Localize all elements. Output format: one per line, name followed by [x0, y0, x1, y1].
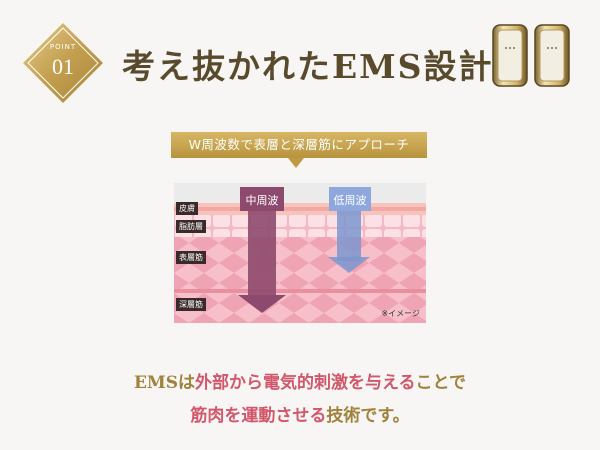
- ems-device-icon: [534, 24, 570, 87]
- message-text: 外部から電気的刺激を与える: [195, 373, 416, 393]
- message-text: 筋肉を運動させる: [190, 406, 327, 426]
- diamond-shape: [23, 23, 103, 103]
- ems-device-icon: [492, 24, 528, 87]
- banner-pointer: [288, 158, 304, 168]
- layer-label-fat: 脂肪層: [176, 220, 206, 233]
- diagram-graphic: [174, 183, 426, 323]
- message-text: です。: [360, 406, 410, 426]
- layer-label-skin: 皮膚: [176, 202, 198, 215]
- layer-label-surface-muscle: 表層筋: [176, 251, 206, 264]
- point-number: 01: [52, 54, 74, 79]
- layer-label-deep-muscle: 深層筋: [176, 298, 206, 311]
- message-text: ことで: [415, 373, 467, 393]
- page-title: 考え抜かれたEMS設計: [122, 47, 494, 86]
- skin-layer-diagram: 皮膚 脂肪層 表層筋 深層筋 中周波 低周波 ※イメージ: [174, 183, 426, 323]
- low-frequency-label: 低周波: [333, 194, 367, 207]
- point-badge: POINT 01: [22, 22, 104, 104]
- message-line-2: 筋肉を運動させる技術です。: [0, 401, 600, 426]
- message-text: 技術: [326, 406, 361, 426]
- mid-frequency-label: 中周波: [245, 194, 279, 207]
- frequency-banner: W周波数で表層と深層筋にアプローチ: [171, 132, 427, 158]
- point-label: POINT: [49, 43, 77, 51]
- message-text: EMSは: [133, 373, 196, 393]
- image-note: ※イメージ: [381, 309, 420, 318]
- message-line-1: EMSは外部から電気的刺激を与えることで: [0, 368, 600, 393]
